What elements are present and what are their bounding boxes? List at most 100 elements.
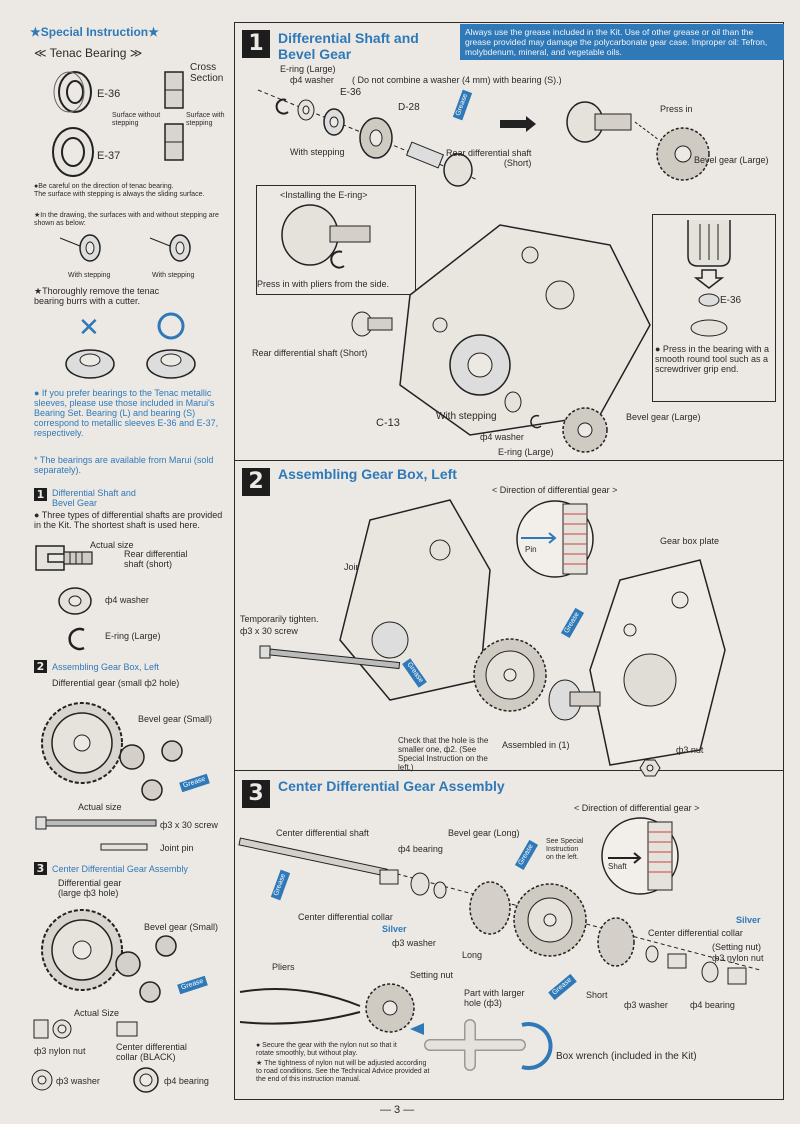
ering-large-label-step1: E-ring (Large) — [280, 64, 336, 74]
sidebar-step-3-title: Center Differential Gear Assembly — [52, 864, 188, 874]
step-1-title: Differential Shaft and Bevel Gear — [278, 30, 419, 62]
setting-nut-label-2: Setting nut — [410, 970, 454, 980]
rear-diff-shaft-drawing — [35, 545, 93, 571]
screw-step2-drawing — [259, 645, 401, 670]
part-larger-hole-label: Part with larger hole (ф3) — [464, 988, 525, 1008]
diff-gear-step2-drawing — [473, 638, 601, 721]
cross-section-label: Cross Section — [190, 62, 224, 84]
d28-label: D-28 — [398, 102, 420, 113]
bevel-large-label: Bevel gear (Large) — [694, 155, 769, 165]
nylon-nut-label: ф3 nylon nut — [34, 1046, 86, 1056]
cross-section-top-drawing — [164, 71, 184, 109]
gear-box-plate-label: Gear box plate — [660, 536, 720, 546]
center-collar-label-step3-b: Center differential collar — [648, 928, 743, 938]
diff-gear-large-drawing — [41, 909, 177, 1003]
actual-size-label-3: Actual Size — [74, 1008, 120, 1018]
direction-circle-3-drawing — [601, 817, 679, 895]
bevel-large-label-2: Bevel gear (Large) — [626, 412, 701, 422]
wrong-bearing-drawing: ✕ — [65, 313, 115, 379]
installing-ering-title: <Installing the E-ring> — [280, 190, 368, 200]
tenac-bearing-e36-drawing — [53, 71, 92, 113]
nylon-nut-drawing — [33, 1019, 72, 1039]
diff-gear-small-label: Differential gear (small ф2 hole) — [52, 678, 180, 688]
screw-drawing — [35, 816, 157, 830]
rear-diff-short-label-2: Rear differential shaft (Short) — [252, 348, 368, 358]
pliers-label: Pliers — [272, 962, 295, 972]
box-wrench-label: Box wrench (included in the Kit) — [556, 1051, 697, 1062]
washer4-label: ф4 washer — [105, 595, 149, 605]
surface-with-label: Surface with stepping — [186, 112, 225, 127]
marui-availability-note: * The bearings are available from Marui … — [34, 455, 214, 475]
e36-label-press: E-36 — [720, 295, 742, 306]
screwdriver-press-drawing — [687, 220, 731, 337]
stepping-bearing-2-drawing — [149, 234, 191, 262]
shaft-label: Shaft — [608, 862, 627, 871]
note-direction: ●Be careful on the direction of tenac be… — [34, 183, 205, 198]
rear-diff-short-label-step1: Rear differential shaft (Short) — [446, 148, 532, 168]
diff-gear-large-label: Differential gear (large ф3 hole) — [58, 878, 122, 898]
box-wrench-drawing — [410, 1019, 553, 1071]
washer4-label-step1: ф4 washer — [290, 75, 334, 85]
main-frame — [234, 22, 784, 1100]
grease-notice: Always use the grease included in the Ki… — [460, 24, 784, 60]
press-in-assembly-drawing — [566, 101, 710, 181]
with-stepping-label-1: With stepping — [68, 272, 111, 279]
pin-label: Pin — [525, 545, 537, 554]
no-combine-note: ( Do not combine a washer (4 mm) with be… — [352, 75, 562, 85]
step-2-title: Assembling Gear Box, Left — [278, 466, 457, 482]
installing-ering-box — [256, 185, 416, 295]
marui-bearing-note: ● If you prefer bearings to the Tenac me… — [34, 388, 219, 438]
assembled-in-label: Assembled in (1) — [502, 740, 570, 750]
screw-label-step2: ф3 x 30 screw — [240, 626, 298, 636]
washer3-label-step3-b: ф3 washer — [624, 1000, 668, 1010]
long-label: Long — [462, 950, 483, 960]
step-1-number: 1 — [242, 30, 270, 58]
nut3-drawing — [639, 759, 661, 777]
actual-size-label-2: Actual size — [78, 802, 122, 812]
note-drawing: ★In the drawing, the surfaces with and w… — [34, 212, 219, 227]
short-label: Short — [586, 990, 608, 1000]
see-special-note: See Special Instruction on the left. — [546, 838, 584, 861]
gear-case-drawing — [399, 224, 651, 436]
gear-box-plate-drawing — [589, 559, 726, 766]
tightness-note: ★ The tightness of nylon nut will be adj… — [256, 1060, 430, 1083]
joint-pin-drawing — [100, 843, 148, 851]
sidebar-step-1-title: Differential Shaft and Bevel Gear — [52, 488, 136, 508]
direction-circle-2-drawing — [516, 500, 594, 578]
screw-label: ф3 x 30 screw — [160, 820, 218, 830]
ering-large-label: E-ring (Large) — [105, 631, 161, 641]
installing-ering-drawing — [281, 204, 371, 269]
arrow-right-icon — [500, 116, 536, 132]
washer4-drawing — [58, 587, 92, 615]
rear-diff-short-label: Rear differential shaft (short) — [124, 549, 188, 569]
press-bearing-note: ● Press in the bearing with a smooth rou… — [655, 344, 769, 374]
silver-label-1: Silver — [382, 924, 407, 934]
e36-label-step1: E-36 — [340, 87, 362, 98]
sidebar-step-1-number: 1 — [34, 488, 47, 501]
direction-diff-gear-label-2: < Direction of differential gear > — [492, 485, 618, 495]
gearbox-left-drawing — [339, 499, 491, 701]
pliers-drawing — [239, 983, 415, 1033]
center-shaft-label: Center differential shaft — [276, 828, 369, 838]
tenac-bearing-e37-drawing — [52, 127, 94, 177]
bearing4-drawing — [133, 1067, 159, 1093]
e37-label: E-37 — [97, 150, 121, 162]
bevel-long-label: Bevel gear (Long) — [448, 828, 520, 838]
bevel-large-case-drawing — [504, 391, 608, 453]
ering-large-label-step1-b: E-ring (Large) — [498, 447, 554, 457]
cross-section-bottom-drawing — [164, 123, 184, 161]
with-stepping-label-2: With stepping — [152, 272, 195, 279]
bevel-small-label: Bevel gear (Small) — [138, 714, 213, 724]
shaft-exploded-drawing — [257, 89, 479, 187]
temp-tighten-label: Temporarily tighten. — [240, 614, 319, 624]
with-stepping-label-step1: With stepping — [290, 147, 345, 157]
bevel-small-label-2: Bevel gear (Small) — [144, 922, 219, 932]
washer3-drawing — [31, 1069, 53, 1091]
nut3-label-step2: ф3 nut — [676, 745, 704, 755]
sidebar-step-2-number: 2 — [34, 660, 47, 673]
silver-label-2: Silver — [736, 915, 761, 925]
center-collar-label-step3: Center differential collar — [298, 912, 393, 922]
bearing4-label: ф4 bearing — [164, 1076, 209, 1086]
washer3-label-step3: ф3 washer — [392, 938, 436, 948]
stepping-bearing-1-drawing — [59, 234, 101, 262]
